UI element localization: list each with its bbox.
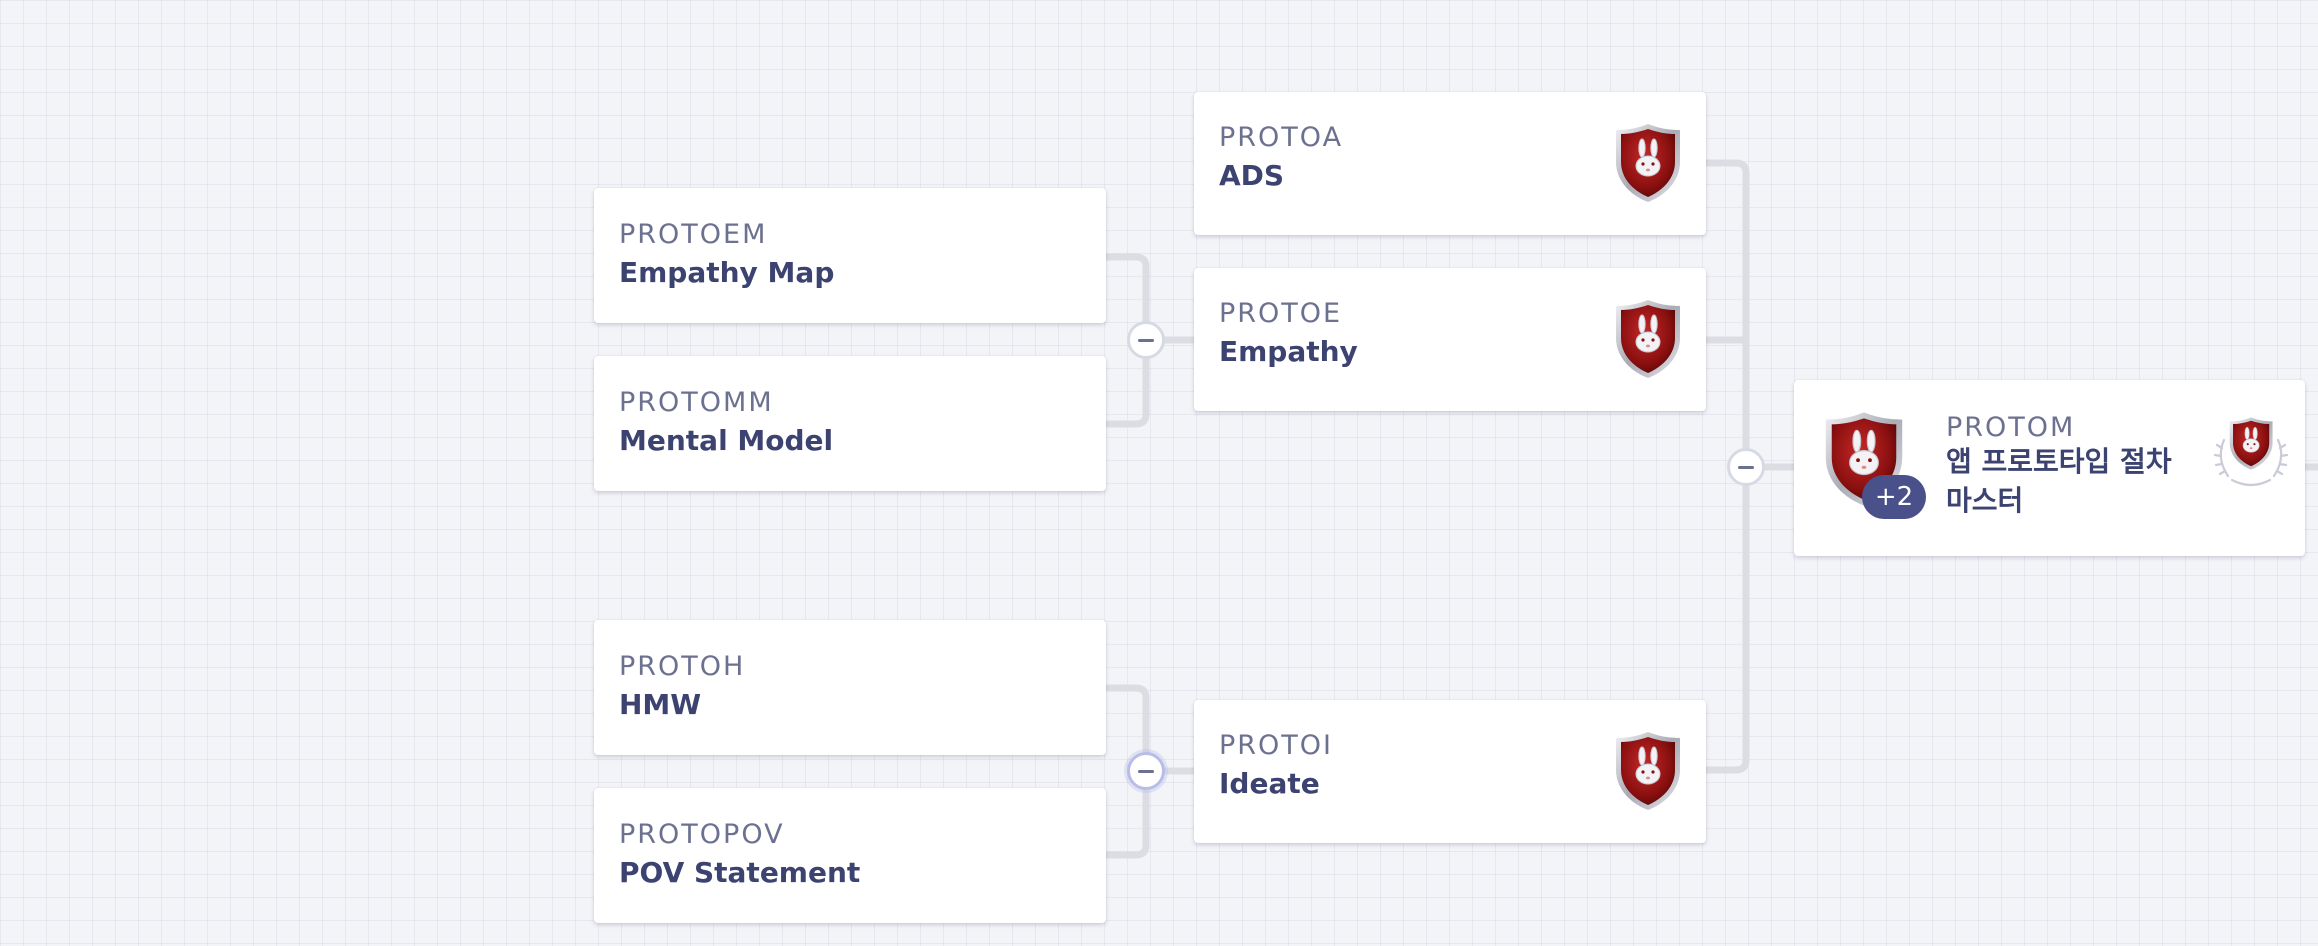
node-code: PROTOEM [619,219,768,250]
node-title: Empathy [1219,335,1358,368]
node-card-protom[interactable]: +2 PROTOM 앱 프로토타입 절차 마스터 [1794,380,2305,556]
node-card-protoi[interactable]: PROTOI Ideate [1194,700,1706,843]
node-title: POV Statement [619,856,861,889]
collapse-toggle-protoe[interactable] [1127,321,1165,359]
node-code: PROTOMM [619,387,774,418]
laurel-shield-badge-icon [2210,410,2292,492]
shield-rabbit-badge-icon [1612,298,1684,380]
node-card-protoa[interactable]: PROTOA ADS [1194,92,1706,235]
extra-badges-count: +2 [1862,475,1926,519]
node-title: 앱 프로토타입 절차 마스터 [1946,445,2172,517]
node-title: Mental Model [619,424,834,457]
node-code: PROTOE [1219,298,1343,329]
node-title: HMW [619,688,702,721]
node-code: PROTOH [619,651,746,682]
shield-rabbit-badge-icon [1612,730,1684,812]
node-code: PROTOPOV [619,819,785,850]
node-card-protopov[interactable]: PROTOPOV POV Statement [594,788,1106,923]
node-code: PROTOM [1946,412,2076,443]
node-title: Empathy Map [619,256,835,289]
node-title: Ideate [1219,767,1320,800]
node-card-protomm[interactable]: PROTOMM Mental Model [594,356,1106,491]
node-card-protoe[interactable]: PROTOE Empathy [1194,268,1706,411]
collapse-toggle-protoi[interactable] [1127,752,1165,790]
node-title: ADS [1219,159,1285,192]
node-code: PROTOI [1219,730,1334,761]
collapse-toggle-protom[interactable] [1727,448,1765,486]
node-card-protoh[interactable]: PROTOH HMW [594,620,1106,755]
node-card-protoem[interactable]: PROTOEM Empathy Map [594,188,1106,323]
shield-rabbit-badge-icon [1612,122,1684,204]
node-code: PROTOA [1219,122,1344,153]
